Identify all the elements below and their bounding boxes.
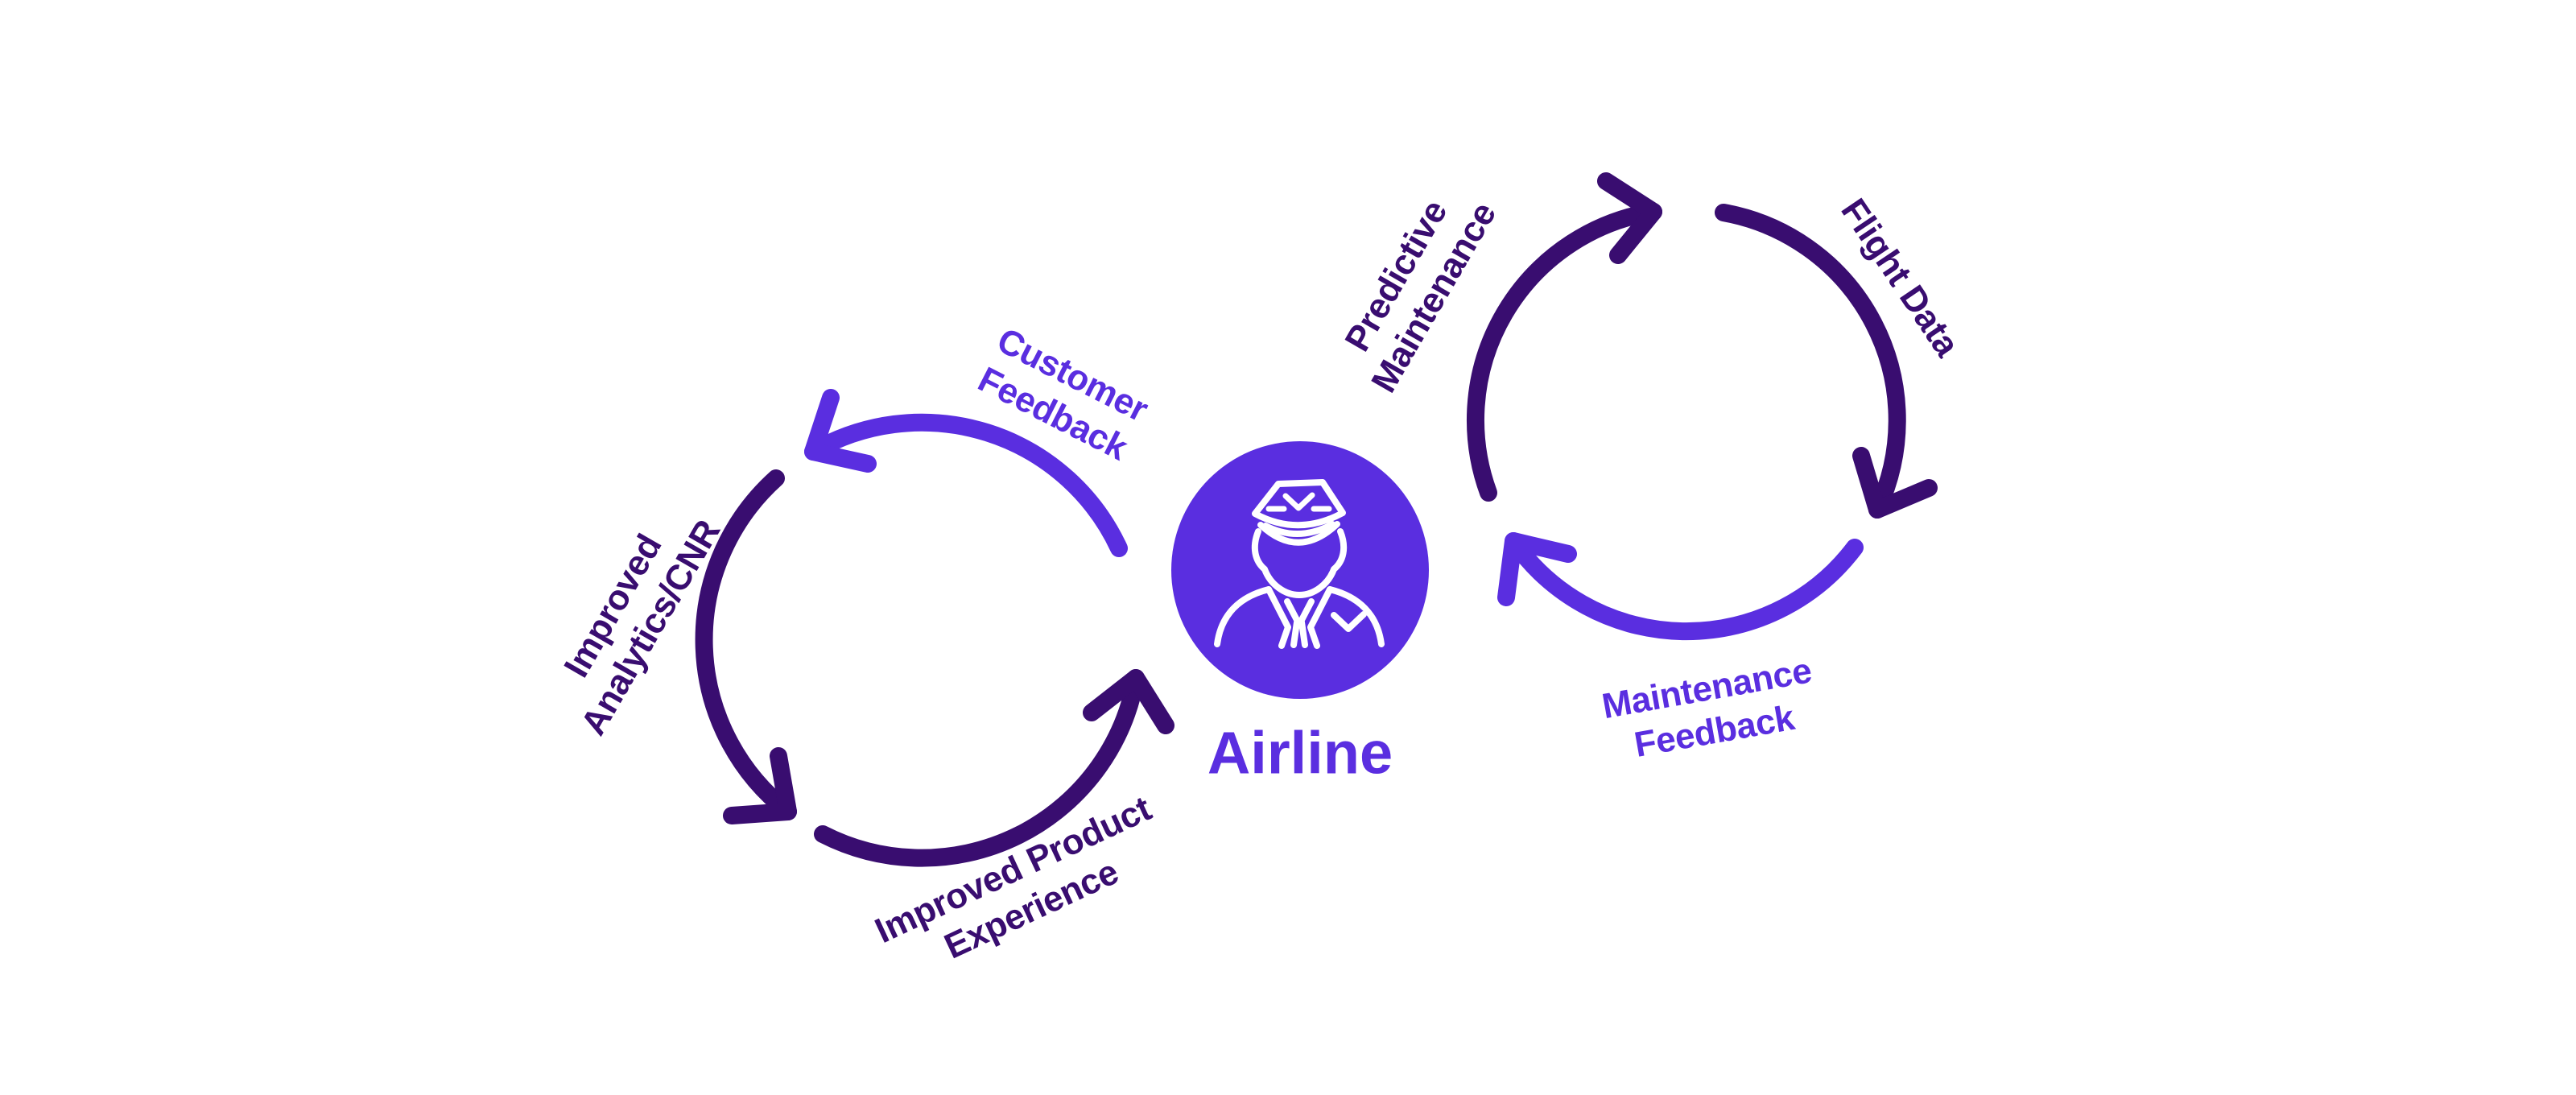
left-cycle [695, 389, 1174, 867]
arc-improved-analytics [695, 469, 797, 820]
arc-maintenance-feedback [1505, 532, 1864, 641]
pilot-hat-band [1262, 521, 1335, 537]
arrowhead-improved-product [1083, 669, 1174, 734]
pilot-lapel-left [1265, 586, 1291, 649]
arrowhead-maintenance-feedback [1497, 532, 1577, 606]
pilot-shoulder-right [1327, 586, 1385, 647]
pilot-tie [1290, 619, 1308, 648]
pilot-collar-right [1298, 598, 1315, 623]
right-cycle [1466, 172, 1938, 641]
pilot-face-left [1251, 528, 1302, 598]
arc-flight-data [1715, 204, 1906, 519]
label-airline: Airline [1207, 719, 1393, 787]
arrowhead-predictive-maintenance [1597, 172, 1662, 264]
pilot-lapel-right [1307, 586, 1333, 649]
pilot-hat-visor [1257, 521, 1340, 546]
arrowhead-flight-data [1852, 447, 1938, 519]
pilot-hat-crown [1252, 479, 1346, 529]
pilot-collar-left [1284, 598, 1300, 623]
arrowhead-customer-feedback [804, 389, 877, 473]
pilot-chest-chevron-icon [1331, 611, 1367, 632]
arrowhead-improved-analytics [723, 747, 797, 824]
airline-circle [1171, 441, 1429, 699]
pilot-wings-icon [1282, 492, 1315, 511]
pilot-icon [1214, 479, 1385, 649]
airline-badge [1171, 441, 1429, 699]
pilot-shoulder-left [1214, 586, 1272, 647]
pilot-face-right [1296, 528, 1348, 598]
arc-improved-product [814, 669, 1145, 867]
arc-predictive-maintenance [1466, 203, 1662, 502]
arc-customer-feedback [804, 413, 1128, 557]
